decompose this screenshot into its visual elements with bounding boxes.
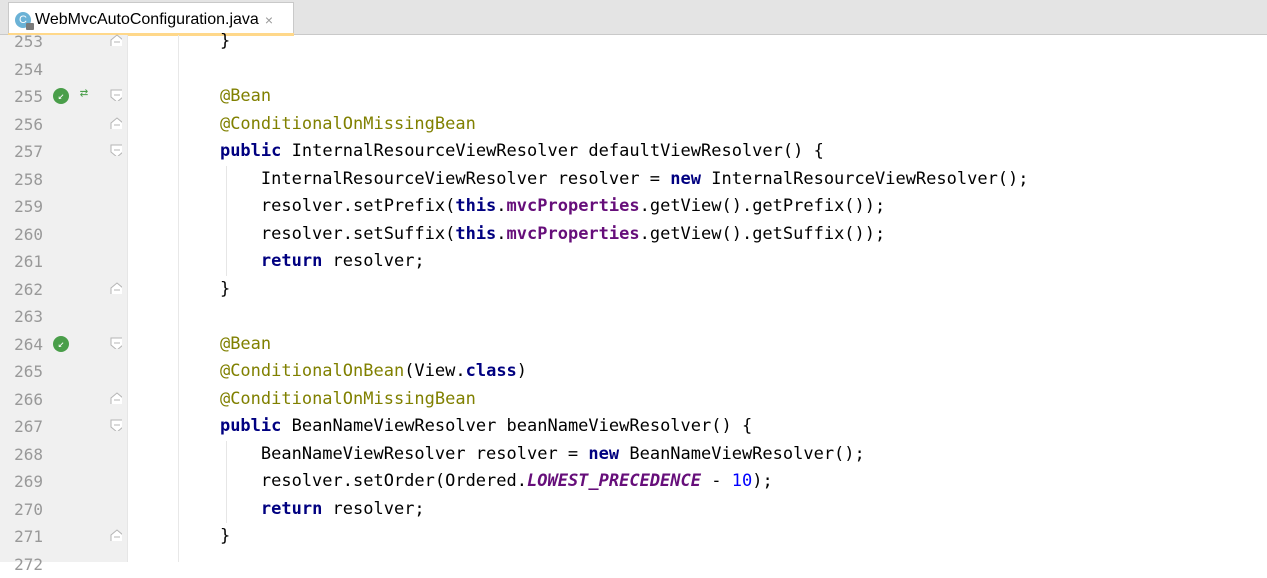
tab-webmvcautoconfiguration[interactable]: C WebMvcAutoConfiguration.java × bbox=[8, 2, 294, 36]
line-number: 262 bbox=[14, 279, 43, 299]
line-number: 269 bbox=[14, 472, 43, 491]
line-number: 266 bbox=[14, 389, 43, 409]
code-line[interactable]: 253 } bbox=[0, 28, 1267, 55]
code-text[interactable]: } bbox=[179, 31, 231, 51]
close-icon[interactable]: × bbox=[264, 11, 274, 28]
line-number: 263 bbox=[14, 307, 43, 326]
indent-guide bbox=[226, 165, 227, 276]
fold-end-icon[interactable] bbox=[110, 281, 122, 294]
code-line[interactable]: 254 bbox=[0, 56, 1267, 83]
code-text[interactable]: resolver.setOrder(Ordered.LOWEST_PRECEDE… bbox=[179, 471, 773, 491]
line-number: 253 bbox=[14, 32, 43, 51]
line-number: 254 bbox=[14, 59, 43, 79]
code-text[interactable]: InternalResourceViewResolver resolver = … bbox=[179, 168, 1029, 189]
code-line[interactable]: 271 } bbox=[0, 523, 1267, 550]
code-text[interactable]: return resolver; bbox=[260, 498, 425, 519]
indent-guide bbox=[226, 440, 227, 523]
indent-margin bbox=[178, 35, 179, 562]
code-text[interactable]: public BeanNameViewResolver beanNameView… bbox=[219, 416, 753, 436]
code-line[interactable]: 264 ↙ @Bean bbox=[0, 331, 1267, 358]
code-line[interactable]: 269 resolver.setOrder(Ordered.LOWEST_PRE… bbox=[0, 468, 1267, 495]
bean-dependency-icon[interactable]: ⇄ bbox=[79, 85, 89, 101]
code-text[interactable] bbox=[179, 56, 220, 83]
gutter-divider bbox=[127, 35, 128, 562]
fold-collapse-icon[interactable] bbox=[110, 89, 122, 101]
line-number: 255 bbox=[14, 87, 43, 106]
gutter bbox=[0, 35, 127, 562]
code-text[interactable]: @ConditionalOnMissingBean bbox=[219, 388, 476, 409]
tab-title: WebMvcAutoConfiguration.java bbox=[35, 10, 259, 28]
line-number: 270 bbox=[14, 499, 43, 519]
code-line[interactable]: 257 public InternalResourceViewResolver … bbox=[0, 138, 1267, 165]
active-tab-indicator bbox=[8, 33, 294, 36]
line-number: 264 bbox=[14, 334, 43, 354]
code-line[interactable]: 267 public BeanNameViewResolver beanName… bbox=[0, 413, 1267, 440]
code-line[interactable]: 266 @ConditionalOnMissingBean bbox=[0, 386, 1267, 413]
code-line[interactable]: 261 return resolver; bbox=[0, 248, 1267, 275]
line-number: 271 bbox=[14, 527, 43, 546]
code-line[interactable]: 256 @ConditionalOnMissingBean bbox=[0, 111, 1267, 138]
code-text[interactable]: BeanNameViewResolver resolver = new Bean… bbox=[179, 443, 865, 464]
line-number: 265 bbox=[14, 362, 43, 381]
line-number: 267 bbox=[14, 417, 43, 436]
code-line[interactable]: 260 resolver.setSuffix(this.mvcPropertie… bbox=[0, 221, 1267, 248]
code-text[interactable]: @ConditionalOnBean(View.class) bbox=[219, 361, 528, 381]
fold-end-icon[interactable] bbox=[110, 116, 122, 129]
code-line[interactable]: 259 resolver.setPrefix(this.mvcPropertie… bbox=[0, 193, 1267, 220]
code-line[interactable]: 270 return resolver; bbox=[0, 496, 1267, 523]
bean-navigation-icon[interactable]: ↙ bbox=[53, 335, 69, 352]
code-line[interactable]: 262 } bbox=[0, 276, 1267, 303]
code-text[interactable]: resolver.setSuffix(this.mvcProperties.ge… bbox=[179, 223, 886, 244]
fold-end-icon[interactable] bbox=[110, 34, 122, 46]
java-class-icon: C bbox=[15, 11, 34, 30]
line-number: 257 bbox=[14, 142, 43, 161]
code-text[interactable]: return resolver; bbox=[260, 251, 425, 271]
code-text[interactable]: } bbox=[179, 278, 231, 299]
code-line[interactable]: 255 ↙ ⇄ @Bean bbox=[0, 83, 1267, 110]
code-text[interactable] bbox=[179, 551, 220, 578]
fold-collapse-icon[interactable] bbox=[110, 337, 122, 349]
line-number: 258 bbox=[14, 169, 43, 189]
code-text[interactable]: resolver.setPrefix(this.mvcProperties.ge… bbox=[179, 196, 886, 216]
code-line[interactable]: 263 bbox=[0, 303, 1267, 330]
line-number: 256 bbox=[14, 114, 43, 134]
fold-end-icon[interactable] bbox=[110, 391, 122, 404]
code-line[interactable]: 258 InternalResourceViewResolver resolve… bbox=[0, 166, 1267, 193]
code-text[interactable]: @Bean bbox=[219, 333, 272, 354]
code-line[interactable]: 272 bbox=[0, 551, 1267, 578]
code-text[interactable]: public InternalResourceViewResolver defa… bbox=[219, 141, 824, 161]
code-text[interactable]: @ConditionalOnMissingBean bbox=[219, 113, 476, 134]
fold-collapse-icon[interactable] bbox=[110, 144, 122, 156]
line-number: 259 bbox=[14, 197, 43, 216]
code-text[interactable]: @Bean bbox=[219, 86, 272, 106]
code-line[interactable]: 265 @ConditionalOnBean(View.class) bbox=[0, 358, 1267, 385]
lock-icon bbox=[26, 22, 34, 30]
code-text[interactable]: } bbox=[179, 526, 231, 546]
bean-navigation-icon[interactable]: ↙ bbox=[53, 88, 69, 104]
line-number: 268 bbox=[14, 444, 43, 464]
line-number: 261 bbox=[14, 252, 43, 271]
editor-tab-bar: C WebMvcAutoConfiguration.java × bbox=[0, 0, 1267, 36]
fold-end-icon[interactable] bbox=[110, 529, 122, 541]
code-text[interactable] bbox=[179, 303, 220, 330]
line-number: 260 bbox=[14, 224, 43, 244]
fold-collapse-icon[interactable] bbox=[110, 419, 122, 431]
code-line[interactable]: 268 BeanNameViewResolver resolver = new … bbox=[0, 441, 1267, 468]
line-number: 272 bbox=[14, 554, 43, 574]
code-editor[interactable]: 253 } 254 255 ↙ ⇄ @Bean 256 @ConditionalOnMi… bbox=[0, 31, 1267, 574]
